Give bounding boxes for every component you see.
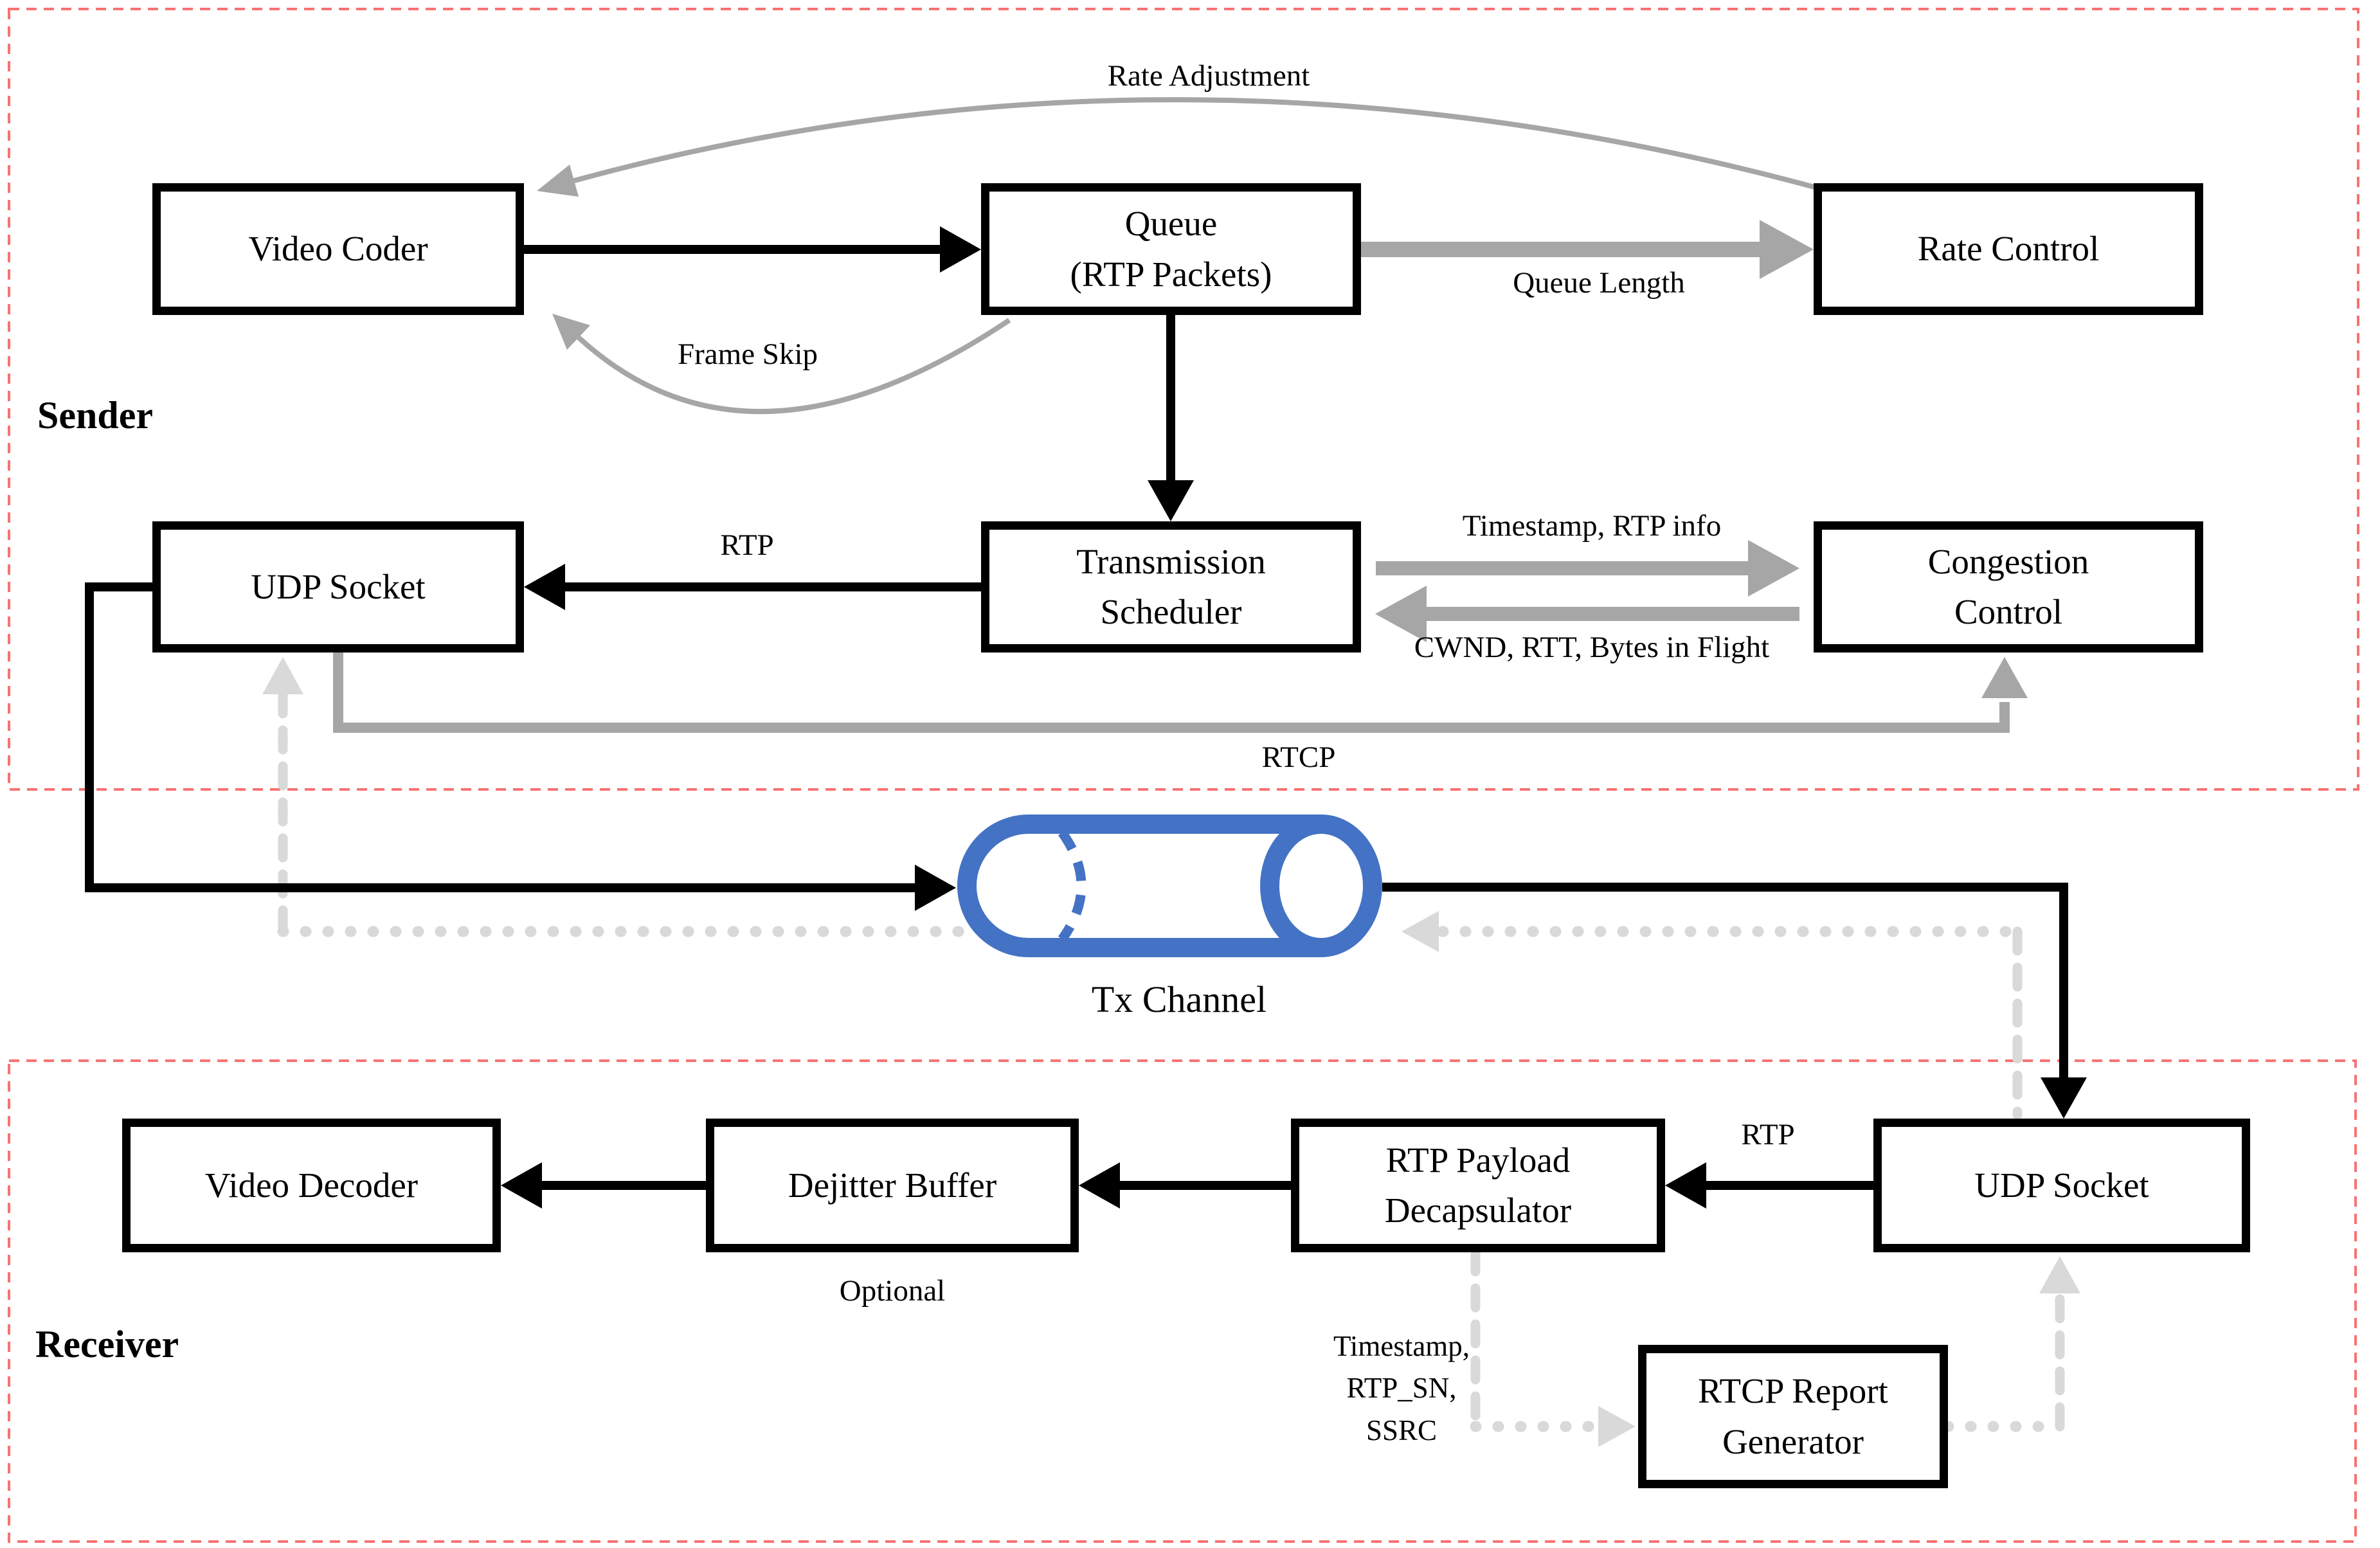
timestamp-rtp-info-label: Timestamp, RTP info <box>1462 509 1722 543</box>
tx-channel-cylinder-icon <box>957 815 1382 957</box>
queue-to-scheduler-arrow <box>1148 315 1194 521</box>
queue-rtp-packets-box: Queue (RTP Packets) <box>981 183 1361 315</box>
cwnd-rtt-bytes-label: CWND, RTT, Bytes in Flight <box>1414 630 1770 664</box>
cylinder-back-rim-dashed <box>1058 829 1086 942</box>
rtcp-label: RTCP <box>1261 740 1336 774</box>
udp-socket-to-channel-arrow <box>85 582 956 911</box>
video-coder-to-queue-arrow <box>524 226 981 273</box>
channel-to-receiver-udp-arrow <box>1382 883 2087 1119</box>
rtcp-sender-arrow <box>333 652 2028 733</box>
dejitter-buffer-box: Dejitter Buffer <box>706 1119 1079 1252</box>
video-decoder-box: Video Decoder <box>122 1119 501 1252</box>
receiver-section-label: Receiver <box>35 1323 179 1365</box>
receiver-udp-socket-box: UDP Socket <box>1873 1119 2250 1252</box>
cwnd-rtt-arrow <box>1375 586 1799 642</box>
receiver-rtcp-dashed-paths <box>1470 1247 2080 1447</box>
receiver-section-frame <box>8 1059 2357 1543</box>
transmission-scheduler-box: Transmission Scheduler <box>981 521 1361 652</box>
arrowhead-up-into-receiver-udp-socket <box>2039 1256 2080 1293</box>
optional-label: Optional <box>839 1274 946 1308</box>
timestamp-rtpsn-ssrc-label: Timestamp, RTP_SN, SSRC <box>1333 1330 1470 1446</box>
arrowhead-up-into-sender-udp-socket <box>262 657 303 694</box>
frame-skip-curve <box>552 314 1011 415</box>
arrowhead-left-into-channel <box>1402 911 1439 952</box>
scheduler-to-udp-socket-arrow <box>524 564 981 610</box>
queue-length-label: Queue Length <box>1513 266 1685 300</box>
timestamp-rtp-info-arrow <box>1376 540 1799 597</box>
sender-rtp-label: RTP <box>720 528 774 562</box>
decapsulator-to-dejitter-arrow <box>1079 1162 1291 1209</box>
rate-adjustment-curve <box>537 97 1837 197</box>
queue-length-arrow <box>1361 220 1814 279</box>
congestion-control-box: Congestion Control <box>1814 521 2203 652</box>
sender-section-label: Sender <box>37 394 153 437</box>
receiver-udp-to-decapsulator-arrow <box>1665 1162 1873 1209</box>
rtcp-report-generator-box: RTCP Report Generator <box>1638 1345 1948 1488</box>
cylinder-front-rim <box>1260 815 1382 957</box>
tx-channel-label: Tx Channel <box>1091 978 1267 1020</box>
dejitter-to-decoder-arrow <box>501 1162 706 1209</box>
sender-section-frame <box>8 8 2359 791</box>
rate-adjustment-label: Rate Adjustment <box>1107 59 1310 93</box>
rtp-payload-decapsulator-box: RTP Payload Decapsulator <box>1291 1119 1665 1252</box>
rate-control-box: Rate Control <box>1814 183 2203 315</box>
sender-udp-socket-box: UDP Socket <box>152 521 524 652</box>
arrowhead-right-into-rtcp-generator <box>1598 1406 1636 1447</box>
frame-skip-label: Frame Skip <box>677 337 818 371</box>
receiver-rtp-label: RTP <box>1741 1117 1795 1151</box>
video-coder-box: Video Coder <box>152 183 524 315</box>
